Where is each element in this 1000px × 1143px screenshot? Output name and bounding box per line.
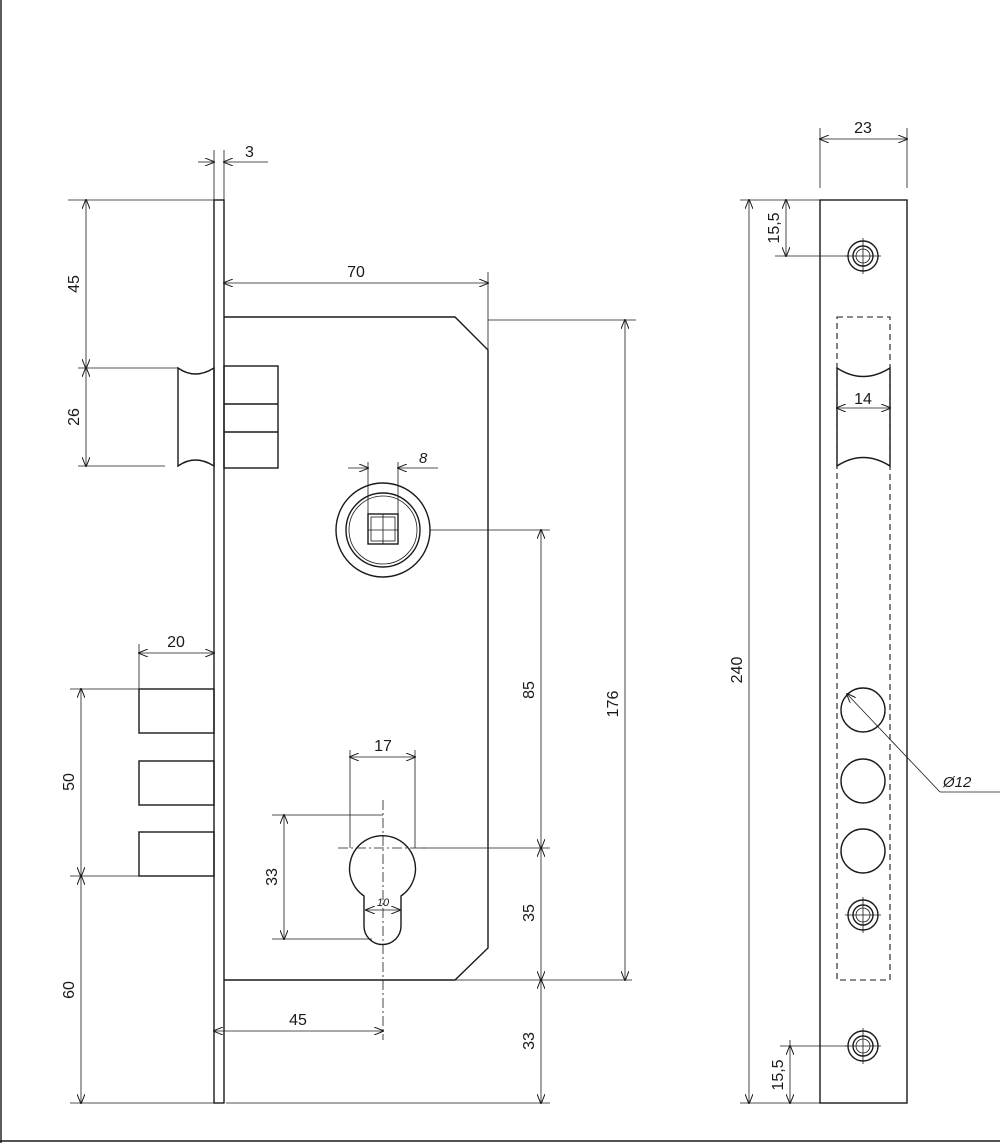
spindle-hub — [335, 482, 431, 578]
front-plate — [819, 199, 908, 1104]
screw-hole-middle — [845, 897, 881, 933]
dim-bolt-hole-diameter: Ø12 — [942, 774, 972, 791]
dim-latch-top-offset: 45 — [66, 275, 83, 293]
dim-case-height: 176 — [605, 691, 622, 718]
case-outline-hidden — [836, 316, 891, 981]
screw-hole-bottom — [845, 1028, 881, 1064]
dim-cam-width: 10 — [377, 897, 390, 909]
dim-bolt-bottom-offset: 60 — [61, 981, 78, 999]
dim-cylinder-backset: 45 — [289, 1012, 307, 1029]
dim-faceplate-thickness: 3 — [245, 144, 254, 161]
dim-latch-width: 14 — [854, 391, 872, 408]
faceplate — [213, 199, 225, 1104]
side-dimensions: 3 45 26 70 8 85 35 33 176 — [61, 144, 636, 1103]
dim-case-depth: 70 — [347, 264, 365, 281]
latch-bolt — [177, 365, 279, 469]
dim-latch-height: 26 — [66, 408, 83, 426]
dim-screw-offset-top: 15,5 — [766, 212, 783, 243]
dim-cylinder-width: 17 — [374, 738, 392, 755]
lock-side-view — [138, 199, 489, 1104]
dim-handle-to-cylinder: 35 — [521, 904, 538, 922]
dim-backset-handle: 85 — [521, 681, 538, 699]
dead-bolts — [138, 688, 215, 877]
dim-screw-offset-bottom: 15,5 — [770, 1059, 787, 1090]
dim-plate-height: 240 — [729, 657, 746, 684]
bolt-holes — [840, 687, 886, 874]
dim-plate-width: 23 — [854, 120, 872, 137]
dim-cylinder-height: 33 — [264, 868, 281, 886]
cylinder-cutout — [338, 800, 428, 1040]
dim-bottom-offset: 33 — [521, 1032, 538, 1050]
front-dimensions: 23 15,5 14 240 Ø12 15,5 — [729, 120, 1000, 1103]
dim-bolt-projection: 20 — [167, 634, 185, 651]
latch-opening — [836, 366, 891, 468]
dim-bolt-height: 50 — [61, 773, 78, 791]
faceplate-front-view — [819, 199, 908, 1104]
dim-spindle-square: 8 — [419, 450, 428, 467]
screw-hole-top — [845, 238, 881, 274]
